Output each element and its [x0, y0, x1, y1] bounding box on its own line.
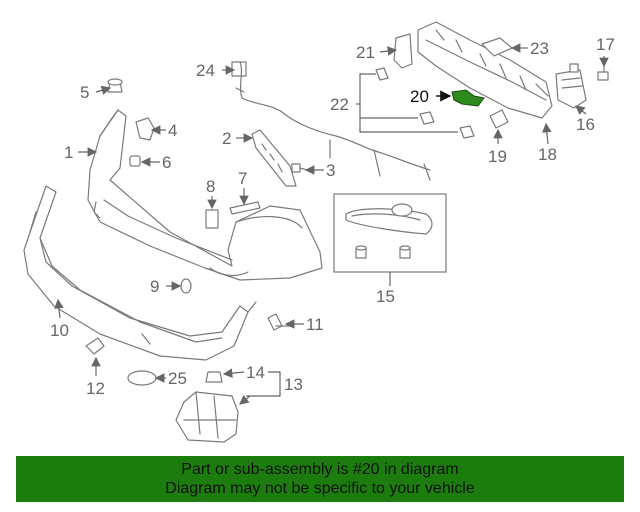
part-reinforcement-beam-18 — [417, 21, 553, 119]
part-bolt-17 — [597, 63, 609, 81]
part-wiring-harness-24 — [231, 61, 431, 181]
part-bolt-3 — [291, 163, 315, 173]
parts-diagram: 1 2 3 4 5 6 7 8 9 10 11 12 13 14 15 16 1… — [23, 21, 615, 443]
callout-19: 19 — [488, 147, 507, 166]
part-pad-19 — [489, 109, 509, 129]
part-ring-25 — [127, 370, 157, 386]
callout-22: 22 — [330, 95, 349, 114]
part-bracket-16 — [555, 63, 587, 109]
callout-15: 15 — [376, 287, 395, 306]
banner-line-2: Diagram may not be specific to your vehi… — [165, 480, 475, 497]
callout-23: 23 — [530, 39, 549, 58]
leader-lines — [54, 43, 609, 405]
part-lamp-assembly-15 — [333, 193, 447, 273]
part-nut-6 — [129, 155, 141, 167]
callout-21: 21 — [356, 43, 375, 62]
part-splash-shield-13 — [175, 391, 239, 443]
part-bracket-20-highlighted — [451, 89, 485, 107]
callout-6: 6 — [162, 153, 171, 172]
callout-5: 5 — [80, 83, 89, 102]
part-bumper-cover-upper — [87, 109, 323, 281]
callout-20: 20 — [410, 87, 429, 106]
part-clip-12 — [85, 337, 105, 355]
part-bolts-22 — [375, 67, 475, 139]
callout-3: 3 — [326, 161, 335, 180]
callout-8: 8 — [206, 177, 215, 196]
part-bracket-21 — [393, 33, 413, 69]
part-bracket-4 — [135, 117, 155, 141]
callout-18: 18 — [538, 145, 557, 164]
callout-17: 17 — [596, 35, 615, 54]
callout-2: 2 — [222, 129, 231, 148]
callout-16: 16 — [576, 115, 595, 134]
callout-12: 12 — [86, 379, 105, 398]
part-bumper-cover-lower — [23, 185, 257, 361]
part-bolt-11 — [267, 313, 291, 331]
callout-10: 10 — [50, 321, 69, 340]
callout-24: 24 — [196, 61, 215, 80]
callout-1: 1 — [64, 143, 73, 162]
info-banner: Part or sub-assembly is #20 in diagram D… — [16, 456, 624, 502]
callout-labels: 1 2 3 4 5 6 7 8 9 10 11 12 13 14 15 16 1… — [50, 35, 615, 398]
callout-7: 7 — [238, 169, 247, 188]
part-grommet-9 — [180, 278, 192, 294]
part-clip-5 — [107, 78, 123, 93]
part-fastener-14 — [205, 371, 223, 383]
callout-25: 25 — [168, 369, 187, 388]
callout-4: 4 — [168, 121, 177, 140]
callout-11: 11 — [306, 315, 324, 334]
callout-9: 9 — [150, 277, 159, 296]
callout-14: 14 — [246, 363, 265, 382]
banner-line-1: Part or sub-assembly is #20 in diagram — [181, 461, 459, 478]
part-bracket-2 — [251, 129, 297, 187]
part-label-8 — [205, 209, 219, 229]
callout-13: 13 — [284, 375, 303, 394]
